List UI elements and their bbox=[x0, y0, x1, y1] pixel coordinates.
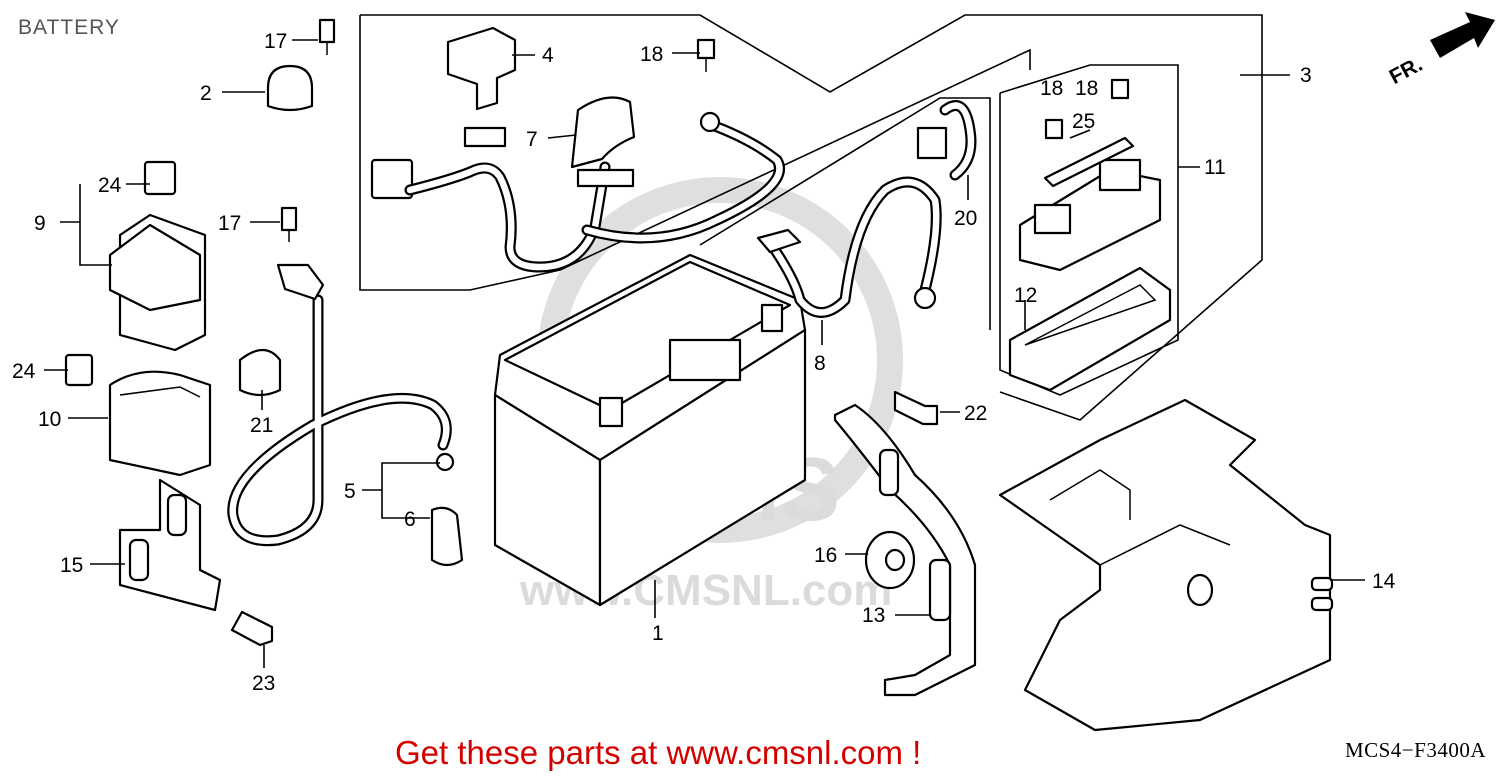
callout-4: 4 bbox=[542, 44, 554, 67]
bolt-23 bbox=[230, 610, 274, 647]
bolt-17-lower bbox=[280, 206, 298, 242]
bolt-18-upper bbox=[696, 38, 716, 72]
callout-14: 14 bbox=[1372, 570, 1396, 593]
terminal-cover bbox=[570, 96, 636, 169]
promo-link[interactable]: Get these parts at www.cmsnl.com ! bbox=[395, 734, 922, 771]
battery-cable-ground bbox=[581, 111, 785, 244]
callout-18-fuse-right: 18 bbox=[1075, 77, 1098, 100]
terminal-boot bbox=[430, 506, 464, 567]
sub-wire bbox=[916, 100, 977, 181]
callout-11: 11 bbox=[1204, 156, 1226, 179]
callout-25: 25 bbox=[1072, 110, 1095, 133]
callout-15: 15 bbox=[60, 554, 83, 577]
front-direction-marker: FR. bbox=[1386, 12, 1495, 89]
fuse-box bbox=[1018, 158, 1162, 272]
wire-clamp bbox=[238, 348, 282, 397]
battery bbox=[493, 253, 807, 607]
callout-24-upper: 24 bbox=[98, 174, 122, 197]
bolt-18-fuse-right bbox=[1110, 78, 1130, 100]
callout-7: 7 bbox=[526, 128, 538, 151]
callout-17-lower: 17 bbox=[218, 212, 241, 235]
callout-17-upper: 17 bbox=[264, 30, 287, 53]
fuse-box-cover bbox=[1008, 266, 1172, 392]
relay-cover bbox=[108, 370, 212, 477]
callout-24-lower: 24 bbox=[12, 360, 36, 383]
harness-group-frame bbox=[359, 14, 1263, 421]
callout-18-fuse-left: 18 bbox=[1040, 77, 1063, 100]
page-title: BATTERY bbox=[18, 16, 120, 39]
battery-tray bbox=[998, 398, 1334, 732]
callout-22: 22 bbox=[964, 402, 987, 425]
battery-terminal-negative bbox=[598, 396, 624, 428]
callout-21: 21 bbox=[250, 414, 273, 437]
callout-2: 2 bbox=[200, 82, 212, 105]
fuse-lower bbox=[64, 353, 94, 387]
fusebox-group-frame bbox=[999, 64, 1179, 396]
callout-8: 8 bbox=[814, 352, 826, 375]
fuse-link bbox=[1043, 136, 1135, 188]
leader-lines bbox=[44, 39, 1365, 668]
terminal-cover-cap bbox=[446, 26, 517, 111]
callout-23: 23 bbox=[252, 672, 275, 695]
bolt-22 bbox=[893, 390, 939, 426]
relay-harness bbox=[370, 126, 635, 273]
callout-6: 6 bbox=[404, 508, 416, 531]
callout-1: 1 bbox=[652, 622, 664, 645]
callout-3: 3 bbox=[1300, 64, 1312, 87]
battery-terminal-positive bbox=[760, 303, 784, 333]
clamp bbox=[266, 64, 314, 112]
callout-16: 16 bbox=[814, 544, 837, 567]
front-marker-label: FR. bbox=[1386, 53, 1427, 89]
callout-12: 12 bbox=[1014, 284, 1037, 307]
fuse-upper bbox=[143, 160, 177, 196]
diagram-reference-code: MCS4−F3400A bbox=[1344, 738, 1486, 762]
starter-relay bbox=[108, 213, 207, 352]
callout-20: 20 bbox=[954, 207, 977, 230]
callout-10: 10 bbox=[38, 408, 61, 431]
bolt-17-upper bbox=[318, 18, 336, 55]
bolt-18-fuse-left bbox=[1044, 118, 1064, 140]
callout-18-upper: 18 bbox=[640, 43, 663, 66]
rubber-grommet bbox=[864, 530, 916, 590]
ground-cable bbox=[227, 263, 455, 547]
relay-bracket bbox=[118, 478, 222, 612]
callouts: 1 2 3 4 5 6 7 8 9 10 11 12 13 14 15 16 1… bbox=[12, 30, 1396, 695]
callout-9: 9 bbox=[34, 212, 46, 235]
callout-13: 13 bbox=[862, 604, 885, 627]
callout-5: 5 bbox=[344, 480, 356, 503]
battery-cable-positive bbox=[756, 176, 942, 318]
